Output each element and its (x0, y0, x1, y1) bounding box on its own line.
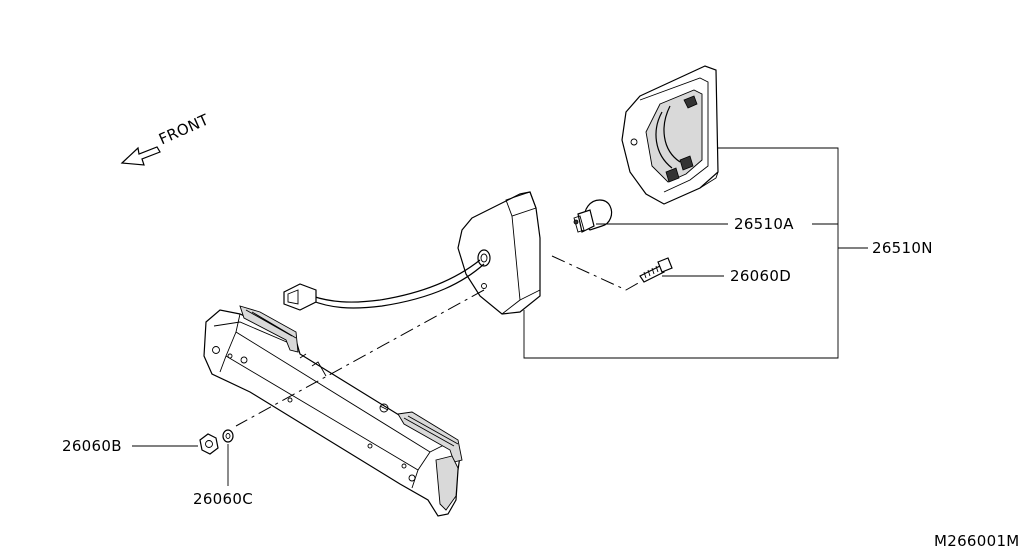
part-number-nut: 26060B (62, 437, 122, 455)
screw-icon (639, 257, 673, 283)
bulb-icon (573, 199, 613, 233)
front-arrow-icon (120, 146, 161, 166)
leader-lines (132, 147, 868, 486)
drawing-id: M266001M (934, 532, 1020, 550)
part-number-washer: 26060C (193, 490, 253, 508)
lamp-housing (621, 65, 719, 205)
part-number-screw: 26060D (730, 267, 792, 285)
wire-harness (283, 259, 485, 311)
part-number-bulb: 26510A (734, 215, 794, 233)
part-number-assembly: 26510N (872, 239, 933, 257)
assembly-lines (235, 255, 641, 427)
lamp-lens-body (457, 191, 541, 315)
mounting-bracket (203, 305, 463, 517)
washer-icon (222, 429, 234, 443)
nut-icon (199, 433, 219, 455)
